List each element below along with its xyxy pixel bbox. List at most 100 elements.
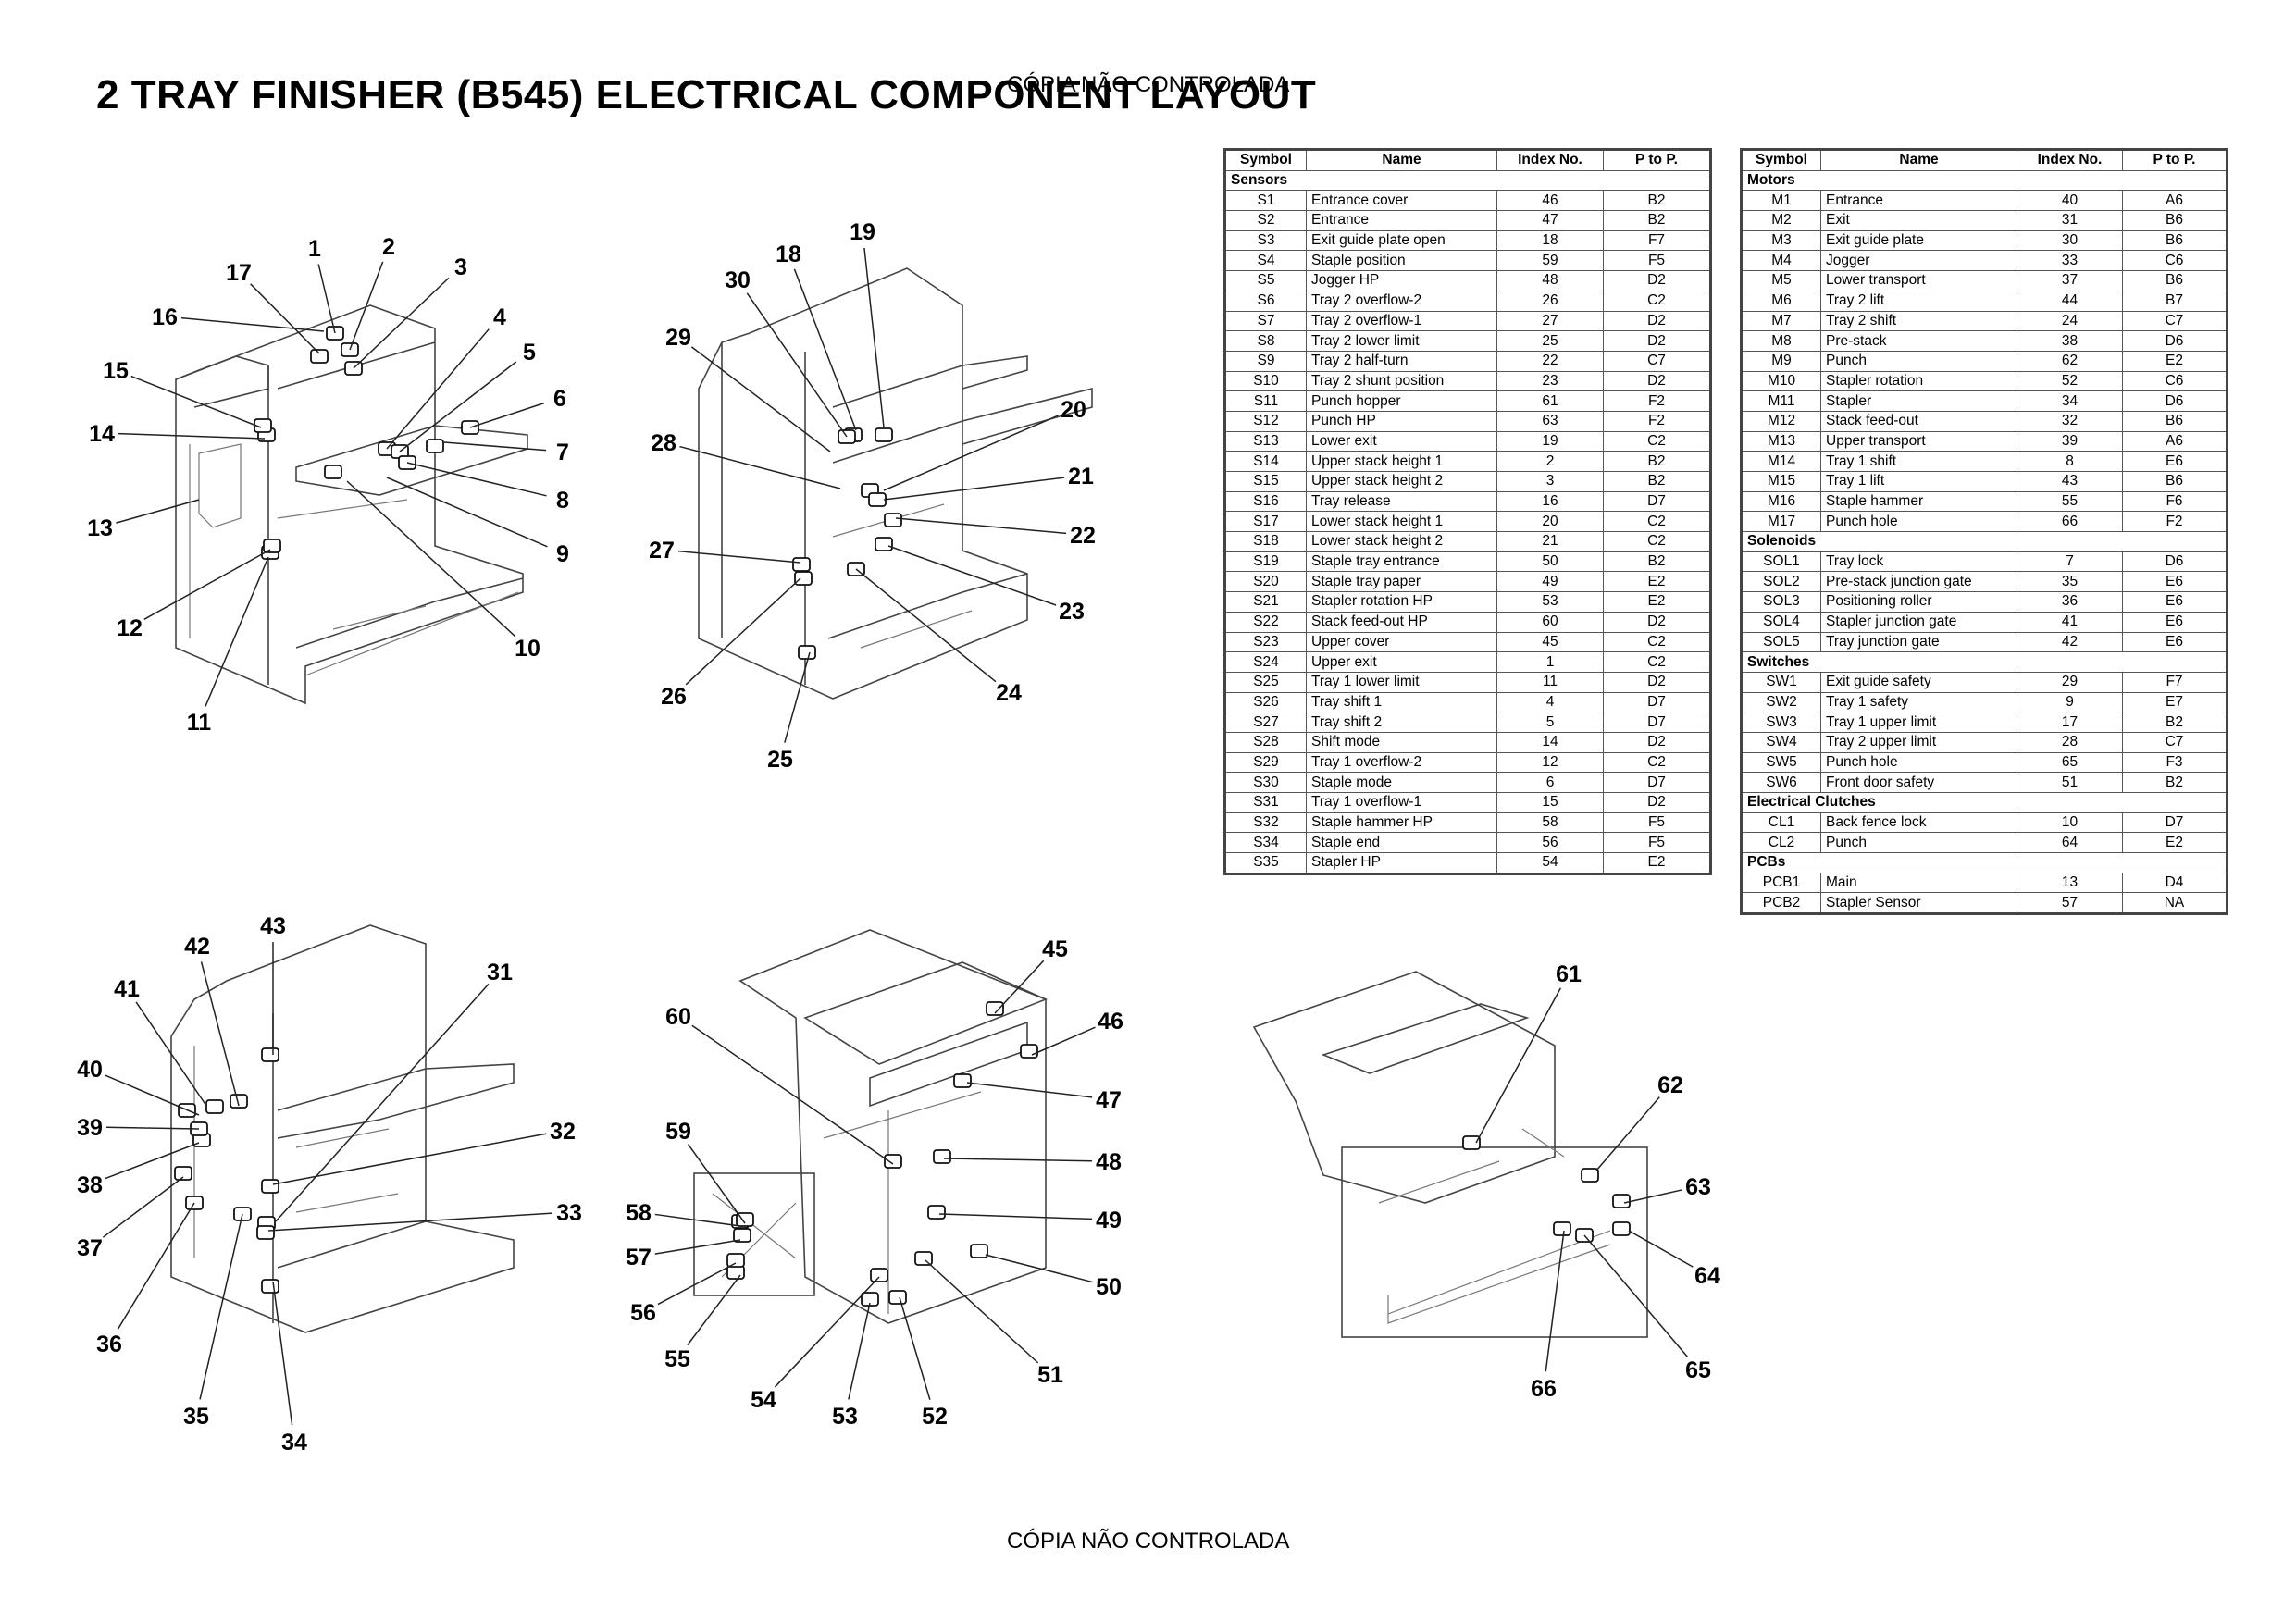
component-50 <box>970 1244 988 1258</box>
cell-name: Exit guide safety <box>1820 671 2017 693</box>
cell-name: Tray 2 shunt position <box>1306 370 1497 392</box>
cell-name: Punch hole <box>1820 751 2017 774</box>
finisher-view-c <box>170 924 515 1333</box>
leader-line-21 <box>883 477 1065 501</box>
table-header-row: Symbol Name Index No. P to P. <box>1741 149 2228 171</box>
leader-line-54 <box>774 1276 880 1388</box>
cell-symbol: SW5 <box>1741 751 1821 774</box>
cell-name: Stapler junction gate <box>1820 611 2017 633</box>
cell-symbol: S1 <box>1224 190 1307 212</box>
cell-name: Upper cover <box>1306 631 1497 653</box>
cell-symbol: CL1 <box>1741 812 1821 834</box>
header-p2p: P to P. <box>2122 149 2228 171</box>
leader-line-48 <box>943 1158 1093 1162</box>
cell-name: Staple tray entrance <box>1306 551 1497 573</box>
leader-line-32 <box>272 1133 547 1185</box>
leader-line-14 <box>118 432 266 440</box>
cell-name: Punch <box>1820 350 2017 372</box>
cell-symbol: S18 <box>1224 531 1307 552</box>
component-62 <box>1581 1168 1599 1183</box>
callout-label-28: 28 <box>651 430 676 456</box>
cell-index: 41 <box>2017 611 2123 633</box>
cell-symbol: SOL5 <box>1741 631 1821 653</box>
cell-index: 5 <box>1496 712 1604 733</box>
cell-symbol: SW4 <box>1741 731 1821 753</box>
cell-p2p: D7 <box>2122 812 2228 834</box>
callout-label-51: 51 <box>1037 1362 1063 1388</box>
cell-symbol: S27 <box>1224 712 1307 733</box>
cell-p2p: D6 <box>2122 330 2228 352</box>
component-60 <box>884 1154 902 1169</box>
leader-line-42 <box>200 961 240 1107</box>
cell-index: 63 <box>1496 410 1604 432</box>
cell-index: 1 <box>1496 651 1604 673</box>
header-name: Name <box>1820 149 2017 171</box>
cell-p2p: D7 <box>1603 712 1711 733</box>
cell-p2p: B6 <box>2122 471 2228 492</box>
callout-label-9: 9 <box>556 541 569 567</box>
cell-p2p: C7 <box>2122 310 2228 332</box>
cell-p2p: F3 <box>2122 751 2228 774</box>
cell-symbol: M11 <box>1741 390 1821 412</box>
component-64 <box>1612 1221 1631 1236</box>
cell-index: 28 <box>2017 731 2123 753</box>
cell-name: Punch HP <box>1306 410 1497 432</box>
watermark-bottom: CÓPIA NÃO CONTROLADA <box>1007 1529 1290 1554</box>
component-45 <box>986 1001 1004 1016</box>
cell-p2p: B2 <box>1603 471 1711 492</box>
cell-index: 55 <box>2017 490 2123 513</box>
callout-label-26: 26 <box>661 684 687 710</box>
cell-p2p: F2 <box>1603 410 1711 432</box>
cell-symbol: S20 <box>1224 571 1307 593</box>
cell-p2p: E6 <box>2122 571 2228 593</box>
cell-p2p: B6 <box>2122 270 2228 291</box>
callout-label-42: 42 <box>184 934 210 960</box>
cell-p2p: D2 <box>1603 270 1711 291</box>
callout-label-39: 39 <box>77 1115 103 1141</box>
cell-symbol: S26 <box>1224 691 1307 713</box>
cell-name: Tray 2 lower limit <box>1306 330 1497 352</box>
callout-label-3: 3 <box>454 254 467 280</box>
leader-line-11 <box>205 556 269 707</box>
leader-line-16 <box>180 316 325 332</box>
cell-p2p: C2 <box>1603 751 1711 774</box>
cell-index: 48 <box>1496 270 1604 291</box>
cell-index: 30 <box>2017 229 2123 252</box>
leader-line-38 <box>105 1142 200 1180</box>
cell-p2p: F6 <box>2122 490 2228 513</box>
cell-p2p: C6 <box>2122 250 2228 272</box>
cell-index: 15 <box>1496 792 1604 813</box>
table-section-row: Solenoids <box>1741 531 2228 552</box>
cell-p2p: F5 <box>1603 812 1711 834</box>
cell-symbol: S31 <box>1224 792 1307 813</box>
cell-index: 18 <box>1496 229 1604 252</box>
cell-name: Stapler rotation HP <box>1306 591 1497 613</box>
watermark-top: CÓPIA NÃO CONTROLADA <box>1007 72 1290 97</box>
cell-p2p: C6 <box>2122 370 2228 392</box>
cell-index: 46 <box>1496 190 1604 212</box>
cell-name: Stapler <box>1820 390 2017 412</box>
callout-label-22: 22 <box>1070 523 1096 549</box>
callout-label-15: 15 <box>103 358 129 384</box>
cell-symbol: S5 <box>1224 270 1307 291</box>
leader-line-46 <box>1031 1026 1096 1056</box>
cell-index: 49 <box>1496 571 1604 593</box>
cell-name: Jogger <box>1820 250 2017 272</box>
leader-line-65 <box>1583 1234 1688 1357</box>
leader-line-63 <box>1623 1189 1682 1204</box>
cell-p2p: C2 <box>1603 430 1711 452</box>
